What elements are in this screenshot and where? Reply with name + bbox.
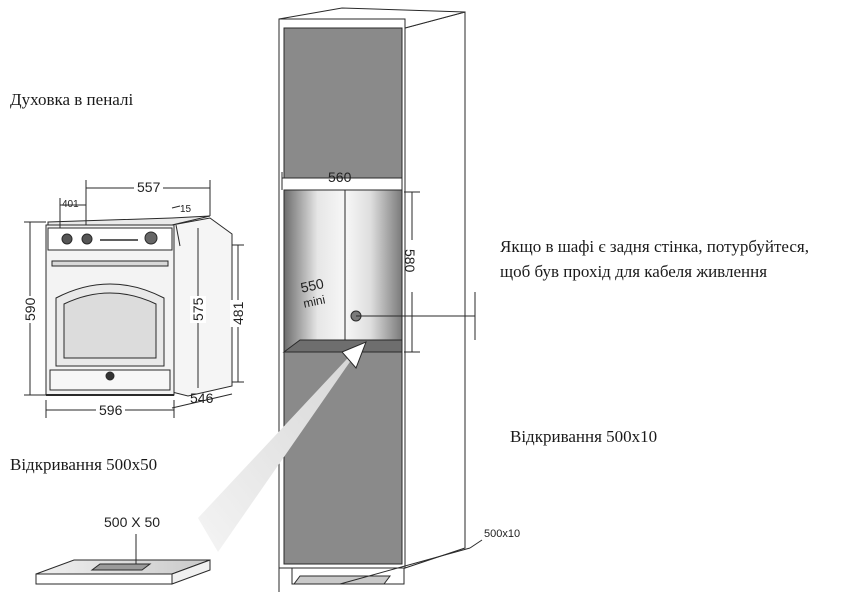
dim-590: 590: [22, 295, 38, 323]
cabinet-bottom-vent: [293, 575, 391, 585]
plinth-vent: [90, 563, 152, 571]
airflow-arrow: [341, 341, 367, 369]
dim-401: 401: [62, 199, 79, 210]
plinth-side: [171, 559, 211, 585]
niche-right-wall: [344, 189, 403, 353]
oven-drawing: [45, 215, 233, 397]
cable-note-line-1: Якщо в шафі є задня стінка, потурбуйтеся…: [500, 237, 809, 256]
cabinet-dimension-lines: [281, 172, 483, 585]
oven-knob-middle: [81, 233, 93, 245]
niche-floor: [282, 339, 403, 353]
dim-596: 596: [96, 402, 126, 418]
cabinet-upper-panel: [283, 27, 403, 179]
dim-560: 560: [328, 169, 352, 185]
dim-546: 546: [190, 390, 214, 406]
dim-580: 580: [402, 249, 418, 273]
cabinet-side-panel: [404, 11, 466, 569]
dim-557: 557: [134, 179, 164, 195]
dim-481: 481: [230, 299, 246, 327]
cabinet-lower-panel: [283, 351, 403, 565]
plinth-front: [35, 573, 173, 585]
dim-500x10: 500x10: [484, 528, 521, 540]
dim-575: 575: [190, 295, 206, 323]
opening-500x10-label: Відкривання 500х10: [510, 427, 658, 446]
oven-in-column-label: Духовка в пеналі: [10, 90, 134, 109]
oven-door-handle: [51, 260, 169, 267]
opening-500x50-label: Відкривання 500х50: [10, 455, 158, 474]
oven-knob-clock: [144, 231, 158, 245]
dim-15: 15: [180, 204, 192, 215]
niche-left-wall: [283, 189, 346, 353]
oven-knob-left: [61, 233, 73, 245]
airflow-beam: [198, 345, 360, 552]
cable-note-line-2: щоб був прохід для кабеля живлення: [500, 262, 768, 281]
oven-control-panel: [47, 227, 173, 251]
oven-drawer-knob: [105, 371, 115, 381]
plinth-drawing: [35, 534, 211, 585]
cabinet-drawing: [278, 7, 466, 592]
dim-500-x-50: 500 X 50: [104, 514, 161, 530]
